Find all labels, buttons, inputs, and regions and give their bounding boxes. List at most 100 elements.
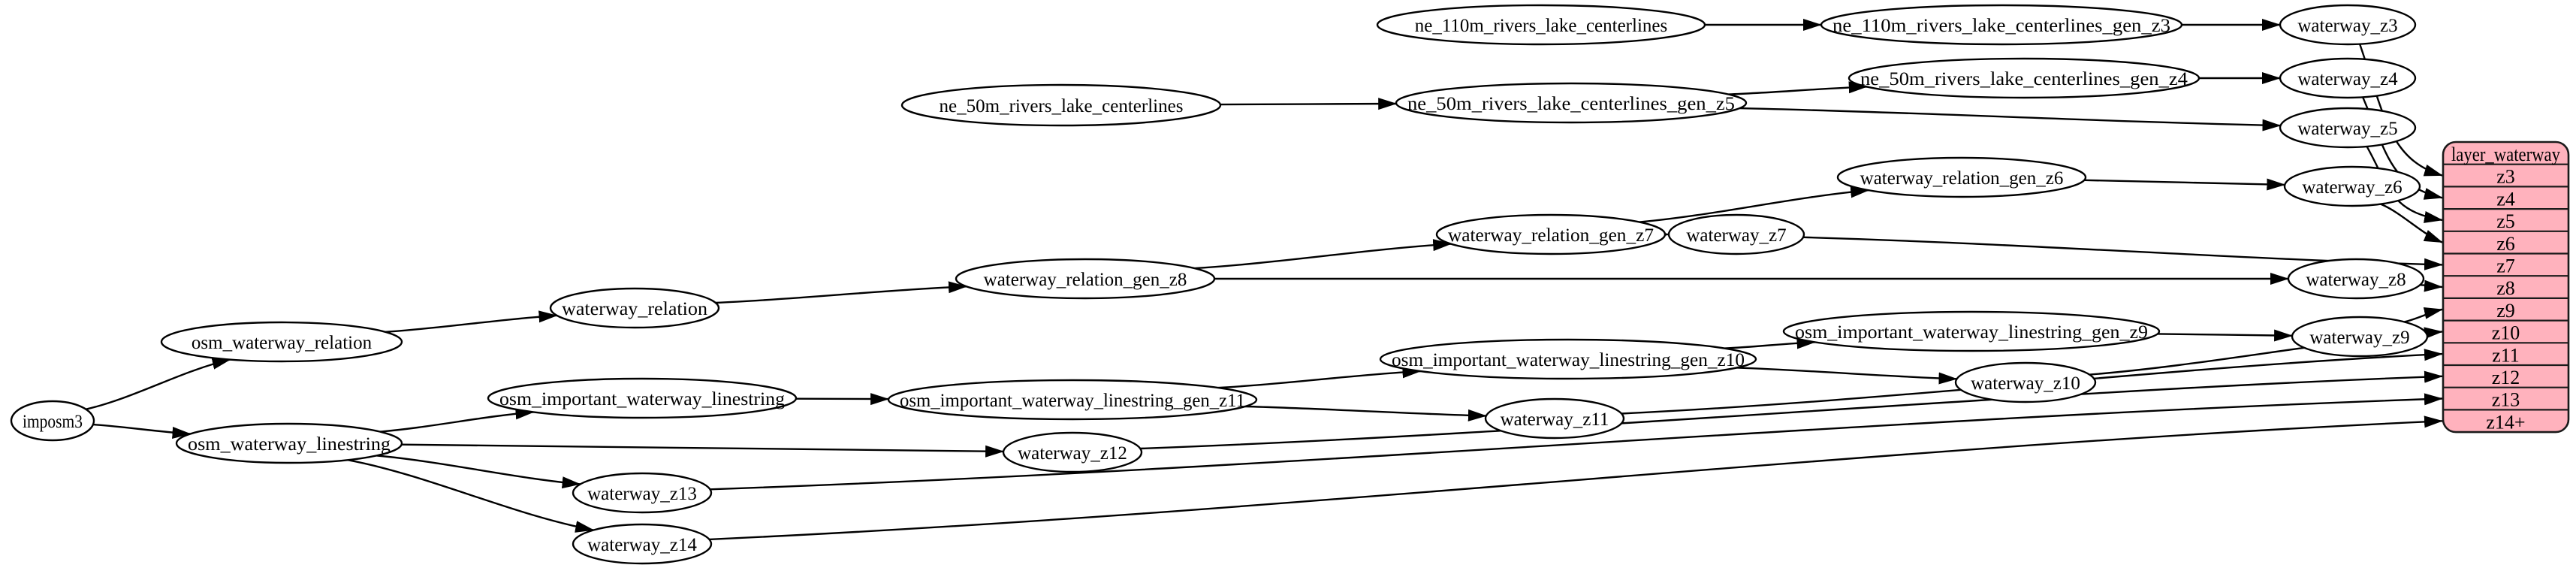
node-label-waterway_z12: waterway_z12 <box>1018 443 1127 464</box>
node-label-waterway_z8: waterway_z8 <box>2306 270 2406 290</box>
edge-waterway_relation_gen_z8-to-waterway_relation_gen_z7 <box>1194 239 1452 270</box>
node-label-waterway_z13: waterway_z13 <box>587 484 697 504</box>
node-label-osm_waterway_linestring: osm_waterway_linestring <box>188 434 391 455</box>
node-ne_110m_rivers_lake_centerlines: ne_110m_rivers_lake_centerlines <box>1376 4 1706 46</box>
node-label-osm_waterway_relation: osm_waterway_relation <box>192 333 373 353</box>
node-ellipse-waterway_relation_gen_z6 <box>1836 156 2087 198</box>
node-label-waterway_relation_gen_z7: waterway_relation_gen_z7 <box>1448 225 1654 246</box>
node-waterway_z9: waterway_z9 <box>2291 316 2429 358</box>
node-ellipse-ne_110m_rivers_lake_centerlines <box>1376 4 1706 46</box>
edge-osm_waterway_linestring-to-waterway_z12 <box>401 443 1005 458</box>
node-label-ne_50m_rivers_lake_centerlines_gen_z5: ne_50m_rivers_lake_centerlines_gen_z5 <box>1407 94 1735 114</box>
node-label-ne_110m_rivers_lake_centerlines: ne_110m_rivers_lake_centerlines <box>1415 16 1667 36</box>
node-ellipse-waterway_z9 <box>2291 316 2429 358</box>
table-layer_waterway: layer_waterwayz3z4z5z6z7z8z9z10z11z12z13… <box>2442 140 2570 434</box>
node-waterway_z4: waterway_z4 <box>2279 57 2417 99</box>
table-row-z10: z10 <box>2492 322 2520 344</box>
node-ellipse-waterway_z5 <box>2279 107 2417 149</box>
node-waterway_z14: waterway_z14 <box>572 523 713 565</box>
node-label-osm_important_waterway_linestring: osm_important_waterway_linestring <box>499 389 786 409</box>
edge-waterway_relation_gen_z7-to-waterway_relation_gen_z6 <box>1639 186 1870 223</box>
node-label-waterway_z5: waterway_z5 <box>2297 119 2397 139</box>
edge-osm_important_waterway_linestring_gen_z11-to-osm_important_waterway_linestring_gen_z10 <box>1217 366 1422 389</box>
node-label-osm_important_waterway_linestring_gen_z9: osm_important_waterway_linestring_gen_z9 <box>1795 322 2148 343</box>
node-waterway_relation_gen_z7: waterway_relation_gen_z7 <box>1435 213 1667 255</box>
node-label-osm_important_waterway_linestring_gen_z11: osm_important_waterway_linestring_gen_z1… <box>900 391 1245 411</box>
node-ellipse-ne_50m_rivers_lake_centerlines <box>900 83 1222 127</box>
node-osm_important_waterway_linestring_gen_z9: osm_important_waterway_linestring_gen_z9 <box>1782 310 2161 352</box>
table-row-z6: z6 <box>2496 233 2515 255</box>
table-row-z9: z9 <box>2496 300 2515 322</box>
node-osm_important_waterway_linestring_gen_z11: osm_important_waterway_linestring_gen_z1… <box>887 379 1258 421</box>
node-waterway_relation_gen_z8: waterway_relation_gen_z8 <box>955 258 1216 300</box>
node-ellipse-waterway_z4 <box>2279 57 2417 99</box>
node-ellipse-imposm3 <box>10 400 95 442</box>
table-row-z13: z13 <box>2492 389 2520 411</box>
node-label-waterway_relation_gen_z8: waterway_relation_gen_z8 <box>984 270 1187 290</box>
edge-osm_waterway_linestring-to-waterway_z14 <box>347 459 595 533</box>
node-ellipse-waterway_z7 <box>1667 213 1805 255</box>
node-ellipse-waterway_z12 <box>1002 431 1143 473</box>
edge-osm_important_waterway_linestring_gen_z10-to-waterway_z10 <box>1736 367 1958 385</box>
node-label-waterway_z10: waterway_z10 <box>1971 373 2080 394</box>
node-ellipse-waterway_relation <box>549 287 720 329</box>
table-row-z14+: z14+ <box>2486 411 2525 433</box>
node-label-waterway_z4: waterway_z4 <box>2297 69 2398 89</box>
node-ellipse-osm_important_waterway_linestring_gen_z11 <box>887 379 1258 421</box>
node-label-waterway_z11: waterway_z11 <box>1501 409 1609 430</box>
node-ne_110m_rivers_lake_centerlines_gen_z3: ne_110m_rivers_lake_centerlines_gen_z3 <box>1820 4 2183 46</box>
node-ne_50m_rivers_lake_centerlines_gen_z5: ne_50m_rivers_lake_centerlines_gen_z5 <box>1395 82 1748 124</box>
node-waterway_z8: waterway_z8 <box>2287 258 2425 300</box>
edge-osm_waterway_linestring-to-osm_important_waterway_linestring <box>379 407 535 433</box>
edge-osm_important_waterway_linestring_gen_z10-to-osm_important_waterway_linestring_gen_z9 <box>1724 337 1816 349</box>
edge-osm_important_waterway_linestring_gen_z9-to-waterway_z9 <box>2157 329 2294 342</box>
node-label-waterway_relation: waterway_relation <box>562 299 708 319</box>
node-ellipse-osm_waterway_linestring <box>175 422 403 464</box>
edge-osm_waterway_linestring-to-waterway_z13 <box>376 455 581 489</box>
node-osm_waterway_relation: osm_waterway_relation <box>160 321 403 363</box>
node-waterway_z6: waterway_z6 <box>2283 165 2421 207</box>
edges-layer <box>86 19 2443 541</box>
edge-waterway_z14-to-layer_waterway-z14+ <box>709 415 2443 541</box>
node-ne_50m_rivers_lake_centerlines_gen_z4: ne_50m_rivers_lake_centerlines_gen_z4 <box>1848 57 2200 99</box>
table-row-z8: z8 <box>2496 277 2515 299</box>
node-ellipse-waterway_z3 <box>2279 4 2417 46</box>
edge-waterway_z6-to-layer_waterway-z6 <box>2380 203 2443 243</box>
edge-osm_waterway_relation-to-waterway_relation <box>385 310 558 333</box>
node-waterway_z11: waterway_z11 <box>1484 397 1625 440</box>
node-label-osm_important_waterway_linestring_gen_z10: osm_important_waterway_linestring_gen_z1… <box>1392 350 1745 370</box>
nodes-layer: imposm3 osm_waterway_relation osm_waterway… <box>10 4 2429 565</box>
node-ellipse-osm_important_waterway_linestring_gen_z9 <box>1782 310 2161 352</box>
node-ellipse-ne_50m_rivers_lake_centerlines_gen_z4 <box>1848 57 2200 99</box>
node-ellipse-osm_important_waterway_linestring_gen_z10 <box>1379 338 1757 380</box>
table-row-z7: z7 <box>2496 255 2515 276</box>
edge-waterway_z12-to-layer_waterway-z12 <box>1140 370 2443 450</box>
node-ne_50m_rivers_lake_centerlines: ne_50m_rivers_lake_centerlines <box>900 83 1222 127</box>
node-label-waterway_z14: waterway_z14 <box>587 535 697 555</box>
node-label-imposm3: imposm3 <box>23 412 83 432</box>
node-imposm3: imposm3 <box>10 400 95 442</box>
edge-waterway_z9-to-layer_waterway-z9 <box>2404 307 2443 323</box>
node-waterway_z7: waterway_z7 <box>1667 213 1805 255</box>
edge-waterway_relation_gen_z6-to-waterway_z6 <box>2084 178 2286 191</box>
node-label-waterway_z7: waterway_z7 <box>1686 225 1786 246</box>
edge-imposm3-to-osm_waterway_relation <box>86 358 231 410</box>
node-ellipse-waterway_relation_gen_z8 <box>955 258 1216 300</box>
table-row-z4: z4 <box>2496 188 2515 210</box>
node-waterway_relation: waterway_relation <box>549 287 720 329</box>
table-row-z11: z11 <box>2492 344 2520 366</box>
node-label-waterway_relation_gen_z6: waterway_relation_gen_z6 <box>1860 168 2064 189</box>
node-ellipse-ne_50m_rivers_lake_centerlines_gen_z5 <box>1395 82 1748 124</box>
node-osm_important_waterway_linestring: osm_important_waterway_linestring <box>487 377 798 419</box>
node-label-waterway_z9: waterway_z9 <box>2309 328 2409 348</box>
node-label-ne_50m_rivers_lake_centerlines: ne_50m_rivers_lake_centerlines <box>940 96 1184 116</box>
node-waterway_z3: waterway_z3 <box>2279 4 2417 46</box>
edge-waterway_relation-to-waterway_relation_gen_z8 <box>715 281 967 304</box>
node-waterway_z10: waterway_z10 <box>1954 361 2097 403</box>
node-waterway_z12: waterway_z12 <box>1002 431 1143 473</box>
node-ellipse-waterway_z6 <box>2283 165 2421 207</box>
edge-waterway_z13-to-layer_waterway-z13 <box>710 393 2443 491</box>
node-osm_waterway_linestring: osm_waterway_linestring <box>175 422 403 464</box>
